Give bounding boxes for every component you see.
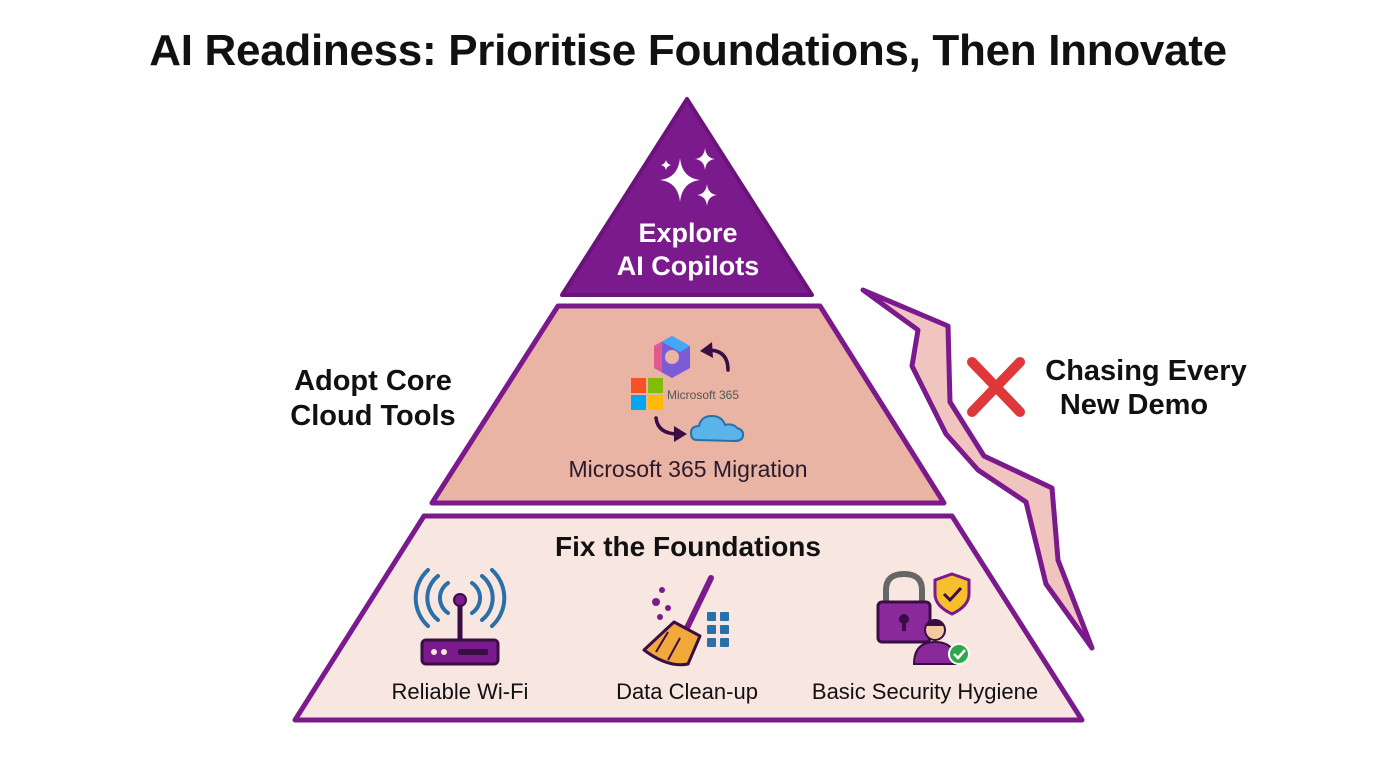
cloud-icon (689, 414, 745, 443)
sparkles-icon (660, 148, 717, 206)
security-lock-user-icon (876, 570, 971, 665)
bottom-tier-heading: Fix the Foundations (555, 531, 821, 562)
crack-shape (860, 287, 1095, 651)
red-x-icon (967, 357, 1025, 417)
page-title: AI Readiness: Prioritise Foundations, Th… (149, 26, 1227, 75)
middle-tier (429, 303, 947, 506)
top-tier (560, 97, 814, 297)
middle-tier-side-label-line2: Cloud Tools (290, 400, 455, 432)
top-tier-line1: Explore (638, 218, 737, 248)
broom-icon (642, 575, 714, 667)
microsoft-365-logo-text: Microsoft 365 (667, 388, 739, 402)
data-grid-icon (707, 612, 729, 647)
warning-line2: New Demo (1060, 389, 1208, 421)
warning-line1: Chasing Every (1045, 355, 1246, 387)
copilot-logo-icon (654, 336, 690, 378)
bottom-item-label: Basic Security Hygiene (812, 679, 1038, 704)
microsoft-logo-icon (631, 378, 663, 410)
middle-tier-caption: Microsoft 365 Migration (568, 456, 807, 482)
bottom-item-label: Data Clean-up (616, 679, 758, 704)
bottom-item-label: Reliable Wi-Fi (392, 679, 529, 704)
top-tier-line2: AI Copilots (617, 251, 760, 281)
middle-tier-side-label-line1: Adopt Core (294, 365, 452, 397)
curved-arrow-icon (700, 342, 730, 372)
curved-arrow-icon (654, 416, 687, 442)
router-body-icon (420, 593, 500, 666)
wifi-router-icon (413, 568, 507, 628)
